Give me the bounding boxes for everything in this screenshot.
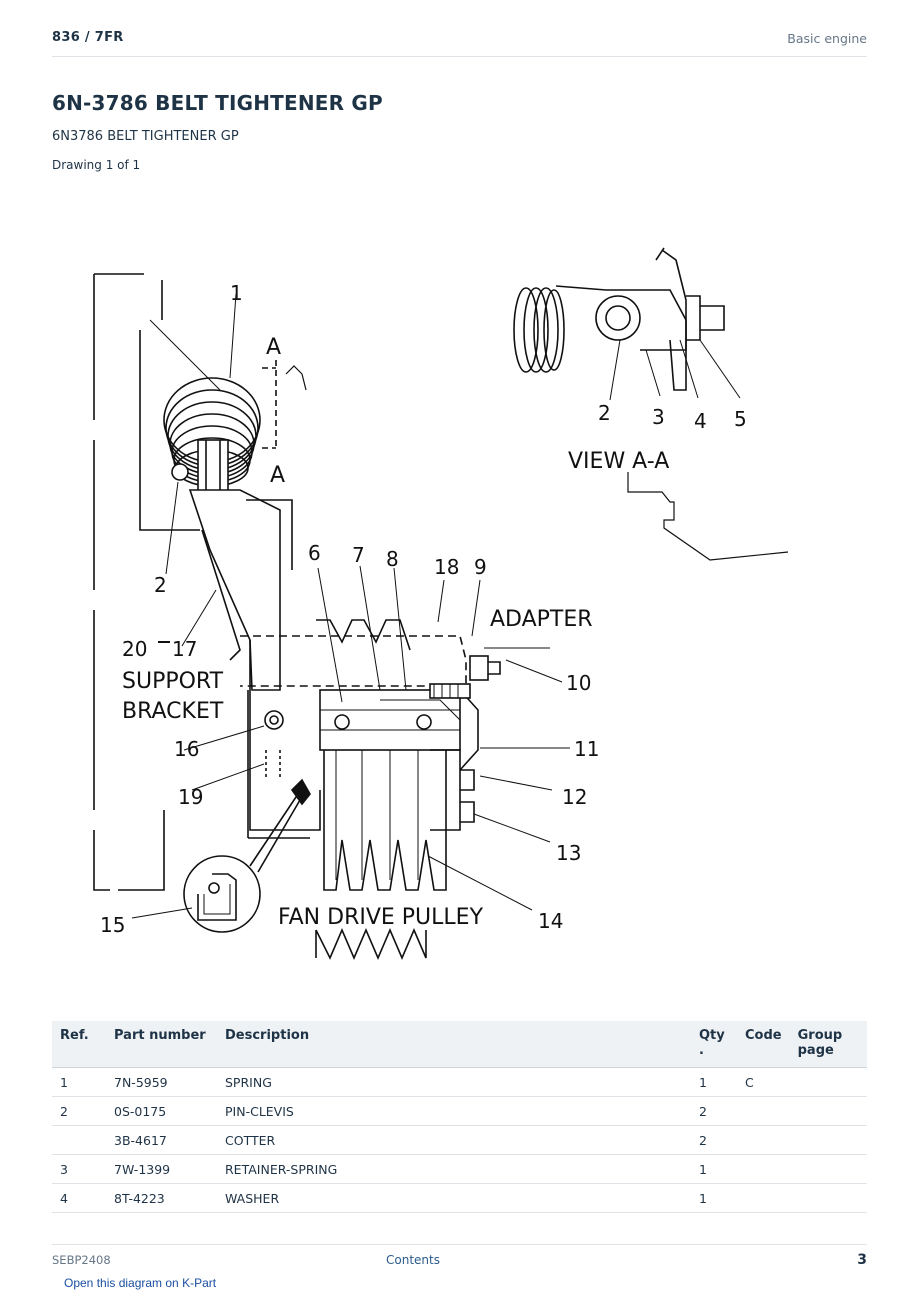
callout-2: 2 (154, 573, 167, 597)
open-in-kpart-link[interactable]: Open this diagram on K-Part (64, 1276, 217, 1290)
table-row: 2 0S-0175 PIN-CLEVIS 2 (52, 1096, 867, 1126)
cell-group-page (789, 1183, 867, 1213)
header-qty-label: Qty . (699, 1028, 725, 1058)
cell-qty: 1 (691, 1183, 737, 1213)
callout-1: 1 (230, 281, 243, 305)
callout-13: 13 (556, 841, 581, 865)
table-row: 1 7N-5959 SPRING 1 C (52, 1067, 867, 1097)
cell-qty: 2 (691, 1096, 737, 1126)
callout-8: 8 (386, 547, 399, 571)
cell-group-page (789, 1096, 867, 1126)
header-ref: Ref. (52, 1021, 106, 1068)
table-row: 3B-4617 COTTER 2 (52, 1125, 867, 1155)
cell-group-page (789, 1154, 867, 1184)
section-label: Basic engine (787, 31, 867, 46)
footer-divider (52, 1244, 867, 1245)
cell-description: WASHER (217, 1183, 691, 1213)
cell-code (737, 1154, 790, 1184)
support-label: SUPPORT (122, 669, 224, 694)
bracket-label: BRACKET (122, 699, 224, 724)
callout-6: 6 (308, 541, 321, 565)
cell-ref (52, 1125, 106, 1155)
cell-description: PIN-CLEVIS (217, 1096, 691, 1126)
cell-part-number: 7N-5959 (106, 1067, 217, 1097)
callout-19: 19 (178, 785, 203, 809)
document-id: SEBP2408 (52, 1253, 111, 1267)
cell-code (737, 1183, 790, 1213)
cell-part-number: 7W-1399 (106, 1154, 217, 1184)
cell-description: RETAINER-SPRING (217, 1154, 691, 1184)
cell-group-page (789, 1125, 867, 1155)
callout-20: 20 (122, 637, 147, 661)
callout-17: 17 (172, 637, 197, 661)
cell-ref: 2 (52, 1096, 106, 1126)
view-a-a-label: VIEW A-A (568, 449, 669, 474)
header-group-page: Group page (789, 1021, 867, 1068)
section-mark-a-top: A (266, 335, 281, 360)
cell-qty: 2 (691, 1125, 737, 1155)
table-header-row: Ref. Part number Description Qty . Code … (52, 1021, 867, 1068)
cell-ref: 1 (52, 1067, 106, 1097)
cell-part-number: 3B-4617 (106, 1125, 217, 1155)
header-code: Code (737, 1021, 790, 1068)
header-description: Description (217, 1021, 691, 1068)
callout-7: 7 (352, 543, 365, 567)
callout-4: 4 (694, 409, 707, 433)
table-row: 3 7W-1399 RETAINER-SPRING 1 (52, 1154, 867, 1184)
cell-part-number: 0S-0175 (106, 1096, 217, 1126)
cell-code: C (737, 1067, 790, 1097)
callout-2-view: 2 (598, 401, 611, 425)
cell-code (737, 1125, 790, 1155)
model-label: 836 / 7FR (52, 30, 124, 45)
adapter-label: ADAPTER (490, 607, 593, 632)
page-title: 6N-3786 BELT TIGHTENER GP (52, 91, 383, 115)
callout-16: 16 (174, 737, 199, 761)
fan-drive-pulley-label: FAN DRIVE PULLEY (278, 905, 484, 930)
callout-18: 18 (434, 555, 459, 579)
cell-ref: 4 (52, 1183, 106, 1213)
drawing-count: Drawing 1 of 1 (52, 158, 141, 172)
callout-12: 12 (562, 785, 587, 809)
cell-qty: 1 (691, 1067, 737, 1097)
parts-table: Ref. Part number Description Qty . Code … (52, 1021, 867, 1213)
page-number: 3 (857, 1252, 867, 1268)
callout-3: 3 (652, 405, 665, 429)
belt-tightener-drawing: 1 2 2 3 4 5 6 7 8 9 10 11 12 13 14 15 16… (93, 247, 789, 961)
cell-group-page (789, 1067, 867, 1097)
cell-description: SPRING (217, 1067, 691, 1097)
page-subtitle: 6N3786 BELT TIGHTENER GP (52, 129, 239, 144)
contents-link[interactable]: Contents (386, 1253, 440, 1267)
callout-5: 5 (734, 407, 747, 431)
header-qty: Qty . (691, 1021, 737, 1068)
callout-15: 15 (100, 913, 125, 937)
callout-14: 14 (538, 909, 563, 933)
page-header: 836 / 7FR Basic engine (52, 28, 867, 57)
cell-code (737, 1096, 790, 1126)
callout-10: 10 (566, 671, 591, 695)
parts-diagram: 1 2 2 3 4 5 6 7 8 9 10 11 12 13 14 15 16… (80, 190, 840, 980)
cell-description: COTTER (217, 1125, 691, 1155)
callout-9: 9 (474, 555, 487, 579)
table-row: 4 8T-4223 WASHER 1 (52, 1183, 867, 1213)
header-part-number: Part number (106, 1021, 217, 1068)
cell-part-number: 8T-4223 (106, 1183, 217, 1213)
callout-11: 11 (574, 737, 599, 761)
cell-ref: 3 (52, 1154, 106, 1184)
section-mark-a-bottom: A (270, 463, 285, 488)
cell-qty: 1 (691, 1154, 737, 1184)
